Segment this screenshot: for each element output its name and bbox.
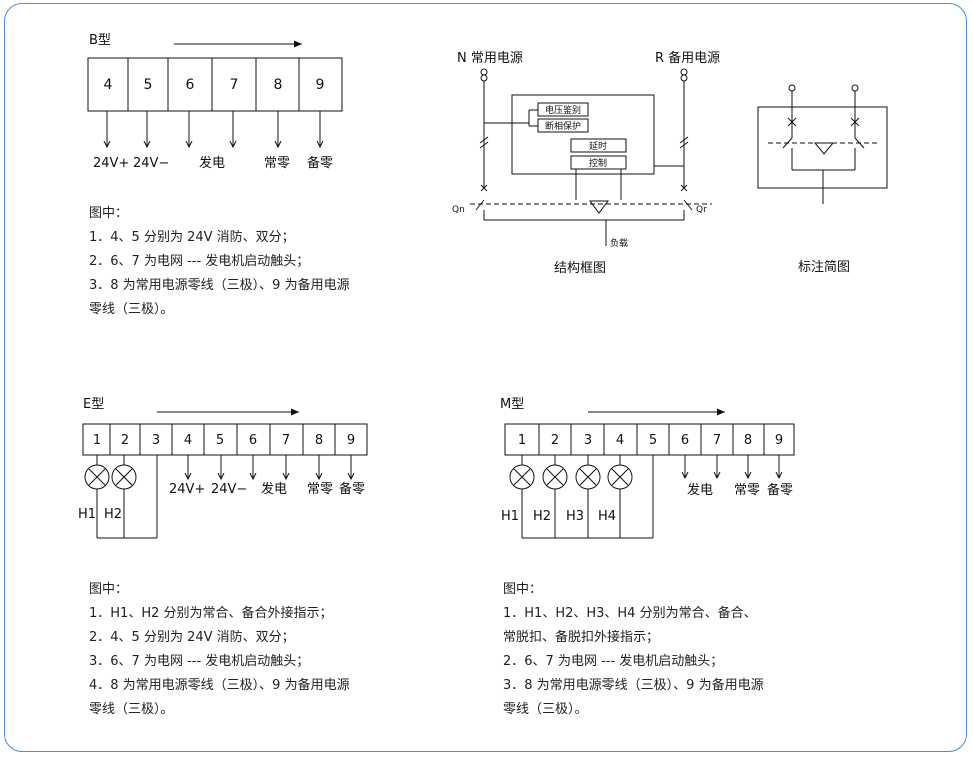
block-control-label: 控制: [589, 157, 607, 169]
m-lamp-h2-label: H2: [533, 509, 551, 524]
b-terminal-7: 7: [230, 77, 239, 93]
e-label-generator: 发电: [261, 481, 287, 497]
controller-box: [511, 94, 655, 175]
e-note-line: 图中：: [89, 582, 129, 597]
m-terminal-1: 1: [518, 433, 526, 448]
e-type-title: E型: [83, 397, 104, 412]
e-terminal-6: 6: [249, 433, 257, 448]
b-note-line: 1．4、5 分别为 24V 消防、双分；: [89, 230, 295, 245]
b-terminal-9: 9: [316, 77, 325, 93]
m-note-line: 图中：: [503, 582, 543, 597]
e-terminal-4: 4: [184, 433, 192, 448]
m-lamp-h3-label: H3: [566, 509, 584, 524]
b-label-normal-neutral: 常零: [264, 156, 290, 171]
b-label-24v-minus: 24V−: [133, 156, 169, 171]
e-label-24v-plus: 24V+: [169, 482, 205, 497]
e-terminal-7: 7: [282, 433, 290, 448]
annotation-caption: 标注简图: [798, 259, 850, 275]
b-type-notes: 图中： 1．4、5 分别为 24V 消防、双分； 2．6、7 为电网 --- 发…: [89, 202, 350, 322]
m-terminal-block: [504, 423, 795, 456]
m-terminal-7: 7: [713, 433, 721, 448]
e-label-24v-minus: 24V−: [211, 482, 247, 497]
b-label-24v-plus: 24V+: [93, 156, 129, 171]
structure-diagram: N 常用电源 R 备用电源 电压鉴别 断相保护 延时 控制: [452, 50, 720, 276]
m-type-diagram: M型 1 2 3 4 5 6 7 8 9: [500, 397, 795, 539]
b-terminal-5: 5: [144, 77, 153, 93]
n-normal-source-label: N 常用电源: [457, 51, 523, 66]
b-label-backup-neutral: 备零: [307, 155, 333, 171]
e-type-diagram: E型 1 2 3 4 5 6 7 8 9 H1 H2: [78, 397, 368, 539]
page-frame: [4, 3, 967, 752]
b-type-title: B型: [89, 33, 111, 48]
m-terminal-3: 3: [584, 433, 592, 448]
e-note-line: 2．4、5 分别为 24V 消防、双分；: [89, 630, 295, 645]
m-terminal-9: 9: [775, 433, 783, 448]
m-terminal-5: 5: [649, 433, 657, 448]
m-type-notes: 图中： 1．H1、H2、H3、H4 分别为常合、备合、 常脱扣、备脱扣外接指示；…: [503, 578, 764, 722]
block-phase-protect-label: 断相保护: [545, 120, 581, 132]
e-type-notes: 图中： 1．H1、H2 分别为常合、备合外接指示； 2．4、5 分别为 24V …: [89, 578, 350, 722]
e-label-normal-neutral: 常零: [307, 482, 333, 497]
b-terminal-6: 6: [186, 77, 195, 93]
qr-label: Qr: [696, 205, 707, 215]
e-terminal-2: 2: [121, 433, 129, 448]
block-delay: [570, 138, 627, 153]
qn-label: Qn: [452, 205, 465, 215]
b-terminal-8: 8: [274, 77, 283, 93]
m-note-line: 3．8 为常用电源零线（三极）、9 为备用电源: [503, 678, 764, 693]
e-label-backup-neutral: 备零: [339, 481, 365, 497]
b-terminal-block: [87, 57, 343, 112]
m-note-line: 1．H1、H2、H3、H4 分别为常合、备合、: [503, 606, 757, 621]
e-terminal-block: [82, 423, 368, 456]
block-voltage-detect-label: 电压鉴别: [545, 104, 581, 116]
m-terminal-6: 6: [681, 433, 689, 448]
m-type-title: M型: [500, 397, 524, 412]
m-label-normal-neutral: 常零: [734, 483, 760, 498]
m-label-generator: 发电: [687, 482, 713, 498]
m-terminal-2: 2: [551, 433, 559, 448]
e-terminal-5: 5: [216, 433, 224, 448]
e-terminal-8: 8: [315, 433, 323, 448]
e-lamp-h2-label: H2: [104, 507, 122, 522]
r-backup-source-label: R 备用电源: [655, 50, 720, 66]
e-note-line: 1．H1、H2 分别为常合、备合外接指示；: [89, 606, 333, 621]
e-note-line: 零线（三极）。: [89, 702, 174, 717]
e-lamp-h1-label: H1: [78, 507, 96, 522]
block-control: [570, 155, 627, 170]
m-lamp-h4-label: H4: [598, 509, 616, 524]
m-terminal-8: 8: [744, 433, 752, 448]
m-lamp-h1-label: H1: [501, 509, 519, 524]
e-note-line: 3．6、7 为电网 --- 发电机启动触头；: [89, 654, 310, 669]
m-note-line: 常脱扣、备脱扣外接指示；: [503, 630, 660, 645]
m-label-backup-neutral: 备零: [767, 482, 793, 498]
b-note-line: 图中：: [89, 206, 129, 221]
b-label-generator: 发电: [199, 155, 225, 171]
structure-caption: 结构框图: [554, 261, 606, 276]
e-note-line: 4．8 为常用电源零线（三极）、9 为备用电源: [89, 678, 350, 693]
e-terminal-1: 1: [93, 433, 101, 448]
e-terminal-9: 9: [347, 433, 355, 448]
e-terminal-3: 3: [152, 433, 160, 448]
annotation-sketch: 标注简图: [757, 84, 888, 275]
block-delay-label: 延时: [589, 140, 607, 152]
b-note-line: 3．8 为常用电源零线（三极）、9 为备用电源: [89, 278, 350, 293]
b-type-diagram: B型 4 5 6 7 8 9 24V+ 24V− 发电 常零 备零: [87, 33, 343, 171]
m-note-line: 2．6、7 为电网 --- 发电机启动触头；: [503, 654, 724, 669]
m-terminal-4: 4: [616, 433, 624, 448]
m-note-line: 零线（三极）。: [503, 702, 588, 717]
b-terminal-4: 4: [104, 77, 113, 93]
b-note-line: 零线（三极）。: [89, 302, 174, 317]
b-note-line: 2．6、7 为电网 --- 发电机启动触头；: [89, 254, 310, 269]
load-label: 负载: [610, 237, 628, 249]
